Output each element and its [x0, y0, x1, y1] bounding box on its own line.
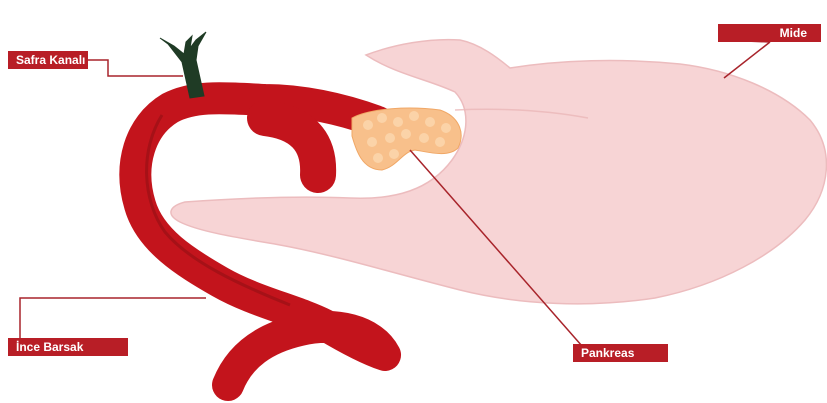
small-intestine-duodenum: [265, 118, 318, 175]
stomach-shape: [171, 40, 826, 304]
label-pancreas: Pankreas: [573, 344, 668, 362]
label-bile-duct: Safra Kanalı: [8, 51, 88, 69]
label-stomach: Mide: [718, 24, 821, 42]
leader-line-stomach-diag: [724, 42, 770, 78]
pancreas-shape: [352, 108, 461, 170]
leader-line-small-intestine: [20, 298, 206, 338]
leader-line-bile-duct: [88, 60, 183, 76]
label-small-intestine: İnce Barsak: [8, 338, 128, 356]
